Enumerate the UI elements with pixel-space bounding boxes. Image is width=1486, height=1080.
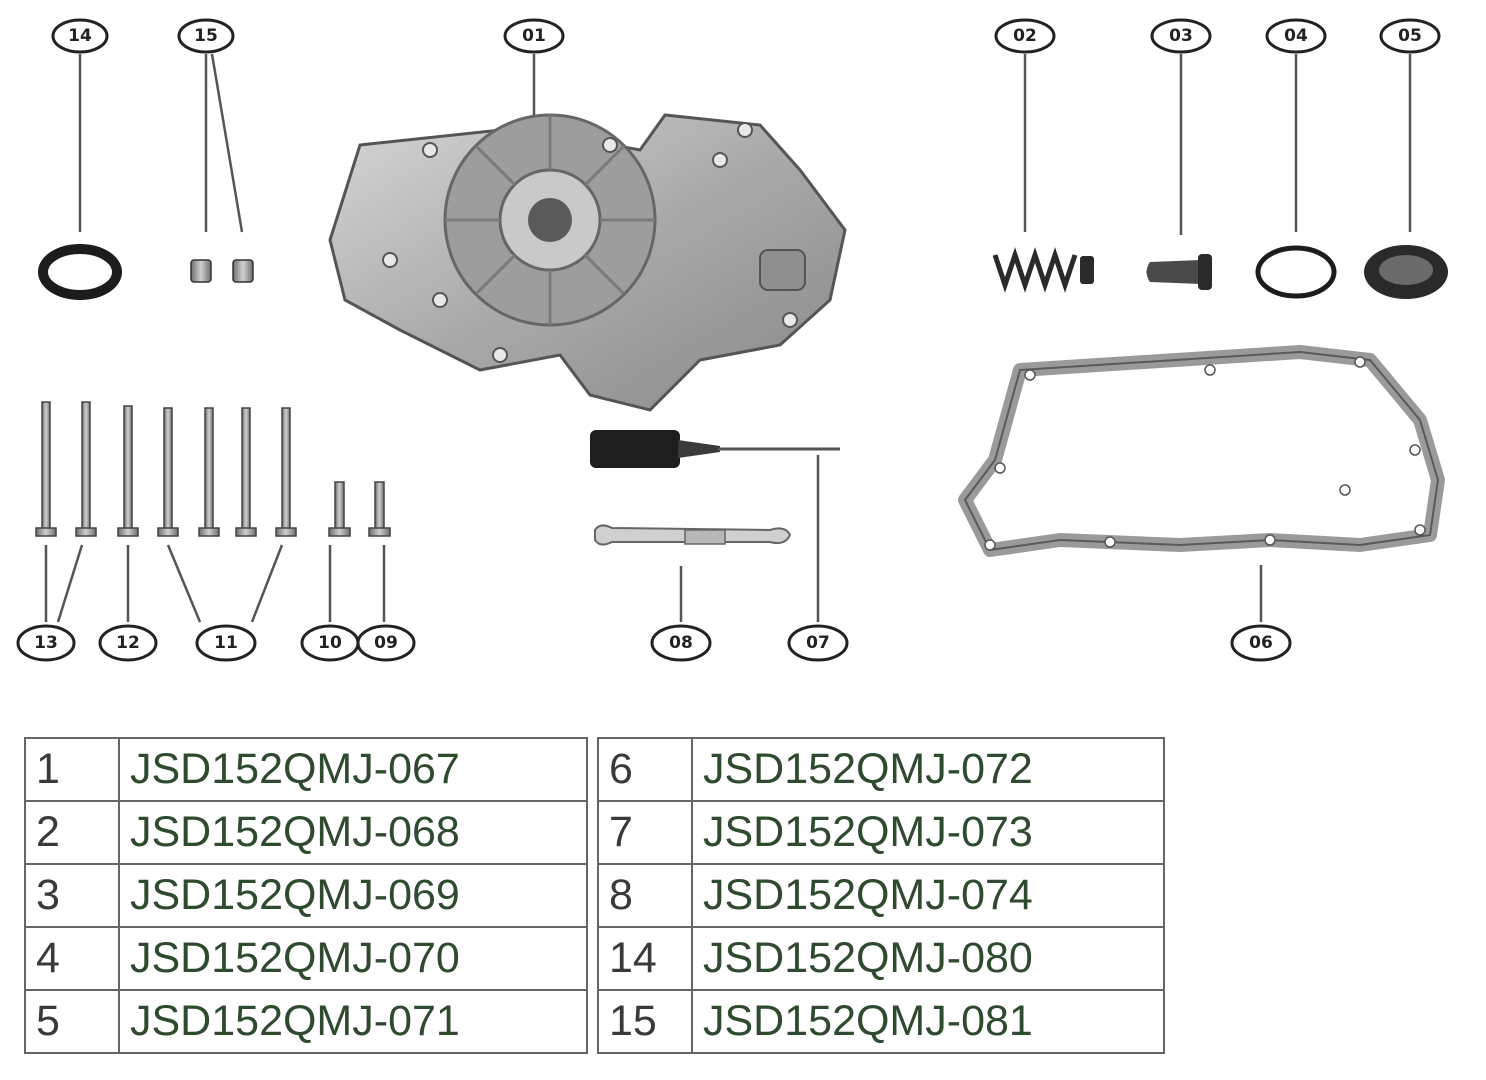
callout-15: 15 — [177, 18, 235, 54]
table-row: 1 JSD152QMJ-067 — [24, 737, 588, 802]
svg-text:09: 09 — [374, 633, 398, 653]
part-code: JSD152QMJ-073 — [691, 800, 1165, 865]
callout-11: 11 — [195, 624, 257, 662]
callout-08: 08 — [650, 624, 712, 662]
part-code: JSD152QMJ-071 — [118, 989, 588, 1054]
part-number: 2 — [24, 800, 120, 865]
table-row: 8 JSD152QMJ-074 — [597, 863, 1165, 928]
callout-09: 09 — [356, 624, 416, 662]
table-row: 2 JSD152QMJ-068 — [24, 800, 588, 865]
callout-05: 05 — [1379, 18, 1441, 54]
part-code: JSD152QMJ-068 — [118, 800, 588, 865]
callout-10: 10 — [300, 624, 360, 662]
part-number: 1 — [24, 737, 120, 802]
part-number: 6 — [597, 737, 693, 802]
svg-text:04: 04 — [1284, 26, 1308, 46]
callout-04: 04 — [1265, 18, 1327, 54]
part-14-sealing-ring — [38, 244, 122, 300]
part-02-spring — [992, 247, 1094, 293]
part-03-plunger — [1146, 254, 1212, 290]
part-04-o-ring — [1255, 245, 1337, 299]
table-row: 15 JSD152QMJ-081 — [597, 989, 1165, 1054]
part-number: 14 — [597, 926, 693, 991]
long-bolts — [35, 401, 297, 537]
table-row: 4 JSD152QMJ-070 — [24, 926, 588, 991]
callout-07: 07 — [787, 624, 849, 662]
short-bolts — [328, 481, 391, 537]
part-05-oil-seal — [1364, 245, 1448, 299]
part-01-crankcase-cover — [328, 113, 847, 412]
table-row: 6 JSD152QMJ-072 — [597, 737, 1165, 802]
part-15-dowel-pins — [190, 259, 254, 283]
svg-text:07: 07 — [806, 633, 830, 653]
part-number: 7 — [597, 800, 693, 865]
svg-text:08: 08 — [669, 633, 693, 653]
callout-14: 14 — [51, 18, 109, 54]
part-code: JSD152QMJ-081 — [691, 989, 1165, 1054]
table-row: 14 JSD152QMJ-080 — [597, 926, 1165, 991]
parts-table-left: 1 JSD152QMJ-067 2 JSD152QMJ-068 3 JSD152… — [24, 737, 588, 1054]
part-code: JSD152QMJ-067 — [118, 737, 588, 802]
callout-06: 06 — [1230, 624, 1292, 662]
table-row: 3 JSD152QMJ-069 — [24, 863, 588, 928]
table-row: 5 JSD152QMJ-071 — [24, 989, 588, 1054]
svg-text:14: 14 — [68, 26, 92, 46]
svg-text:10: 10 — [318, 633, 342, 653]
svg-text:02: 02 — [1013, 26, 1037, 46]
svg-text:12: 12 — [116, 633, 140, 653]
part-07-sensor — [590, 430, 840, 468]
part-code: JSD152QMJ-072 — [691, 737, 1165, 802]
exploded-parts-diagram: 14 15 01 02 03 04 05 13 12 11 10 09 — [16, 18, 1448, 662]
part-08-clamp-plate — [594, 524, 792, 546]
callout-02: 02 — [994, 18, 1056, 54]
part-code: JSD152QMJ-069 — [118, 863, 588, 928]
part-number: 3 — [24, 863, 120, 928]
svg-text:05: 05 — [1398, 26, 1422, 46]
leader-lines — [44, 53, 1412, 623]
parts-table-right: 6 JSD152QMJ-072 7 JSD152QMJ-073 8 JSD152… — [597, 737, 1165, 1054]
part-number: 4 — [24, 926, 120, 991]
part-code: JSD152QMJ-070 — [118, 926, 588, 991]
part-number: 5 — [24, 989, 120, 1054]
svg-text:03: 03 — [1169, 26, 1193, 46]
part-code: JSD152QMJ-080 — [691, 926, 1165, 991]
callout-01: 01 — [503, 18, 565, 54]
part-number: 15 — [597, 989, 693, 1054]
svg-text:15: 15 — [194, 26, 218, 46]
svg-text:01: 01 — [522, 26, 546, 46]
part-code: JSD152QMJ-074 — [691, 863, 1165, 928]
svg-text:06: 06 — [1249, 633, 1273, 653]
svg-text:13: 13 — [34, 633, 58, 653]
callout-03: 03 — [1150, 18, 1212, 54]
callout-12: 12 — [98, 624, 158, 662]
part-06-gasket — [958, 345, 1445, 557]
part-number: 8 — [597, 863, 693, 928]
table-row: 7 JSD152QMJ-073 — [597, 800, 1165, 865]
callout-13: 13 — [16, 624, 76, 662]
svg-text:11: 11 — [214, 633, 238, 653]
